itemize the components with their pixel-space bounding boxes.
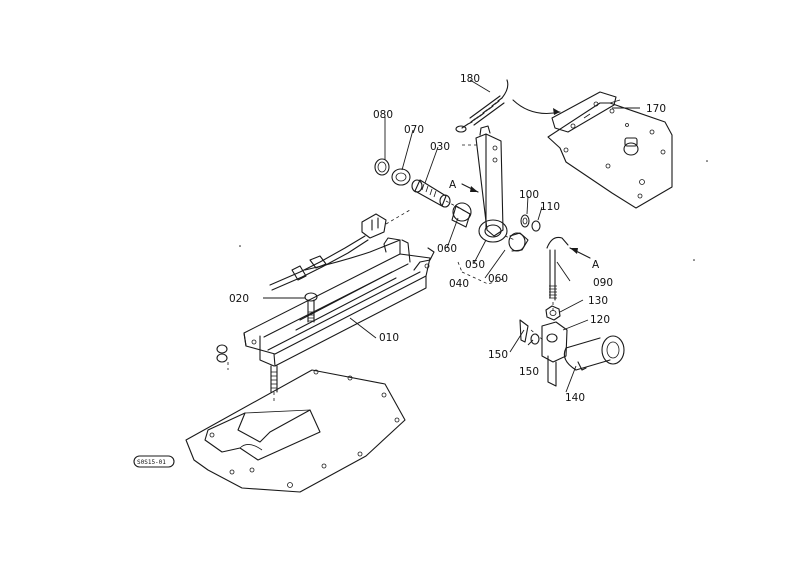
top-cover-plate: [547, 99, 673, 209]
label-060-right: 060: [488, 273, 508, 285]
label-160: 150: [488, 349, 508, 361]
label-180: 180: [460, 73, 480, 85]
label-050: 050: [465, 259, 485, 271]
label-100: 100: [519, 189, 539, 201]
assembly-arrow: [512, 99, 561, 115]
bushings: [451, 202, 529, 252]
label-140: 140: [565, 392, 585, 404]
bottom-housing-plate: [185, 369, 406, 493]
label-a-right: A: [592, 259, 600, 271]
label-150: 150: [519, 366, 539, 378]
stud-bolt: [270, 365, 278, 402]
label-110: 110: [540, 201, 560, 213]
label-170: 170: [646, 103, 666, 115]
shift-lever-arm: [462, 125, 508, 243]
label-070: 070: [404, 124, 424, 136]
tension-spring: [455, 79, 509, 133]
washer-and-pin: [520, 214, 541, 232]
shaft-parts: [374, 158, 471, 215]
label-010: 010: [379, 332, 399, 344]
part-callouts: 180 170 080 070 030 A 100 110 060 050 06…: [229, 73, 666, 404]
label-130: 130: [588, 295, 608, 307]
label-060-left: 060: [437, 243, 457, 255]
label-030: 030: [430, 141, 450, 153]
cotter-pin: [519, 319, 544, 345]
drawing-code-text: S0S15-01: [137, 459, 166, 466]
view-arrows: [461, 183, 591, 259]
drawing-code-stamp: S0S15-01: [133, 455, 175, 468]
leader-lines: [263, 79, 640, 393]
label-040: 040: [449, 278, 469, 290]
mounting-bolt: [304, 292, 318, 323]
control-cable: [269, 209, 411, 291]
main-bracket-frame: [243, 237, 435, 367]
label-a-left: A: [449, 179, 457, 191]
label-090: 090: [593, 277, 613, 289]
label-020: 020: [229, 293, 249, 305]
cover-bracket: [551, 91, 617, 133]
label-080: 080: [373, 109, 393, 121]
nut-left: [216, 344, 229, 370]
control-rod: [546, 236, 569, 312]
clevis-assembly: [541, 321, 625, 387]
label-120: 120: [590, 314, 610, 326]
lock-nut: [545, 305, 561, 321]
